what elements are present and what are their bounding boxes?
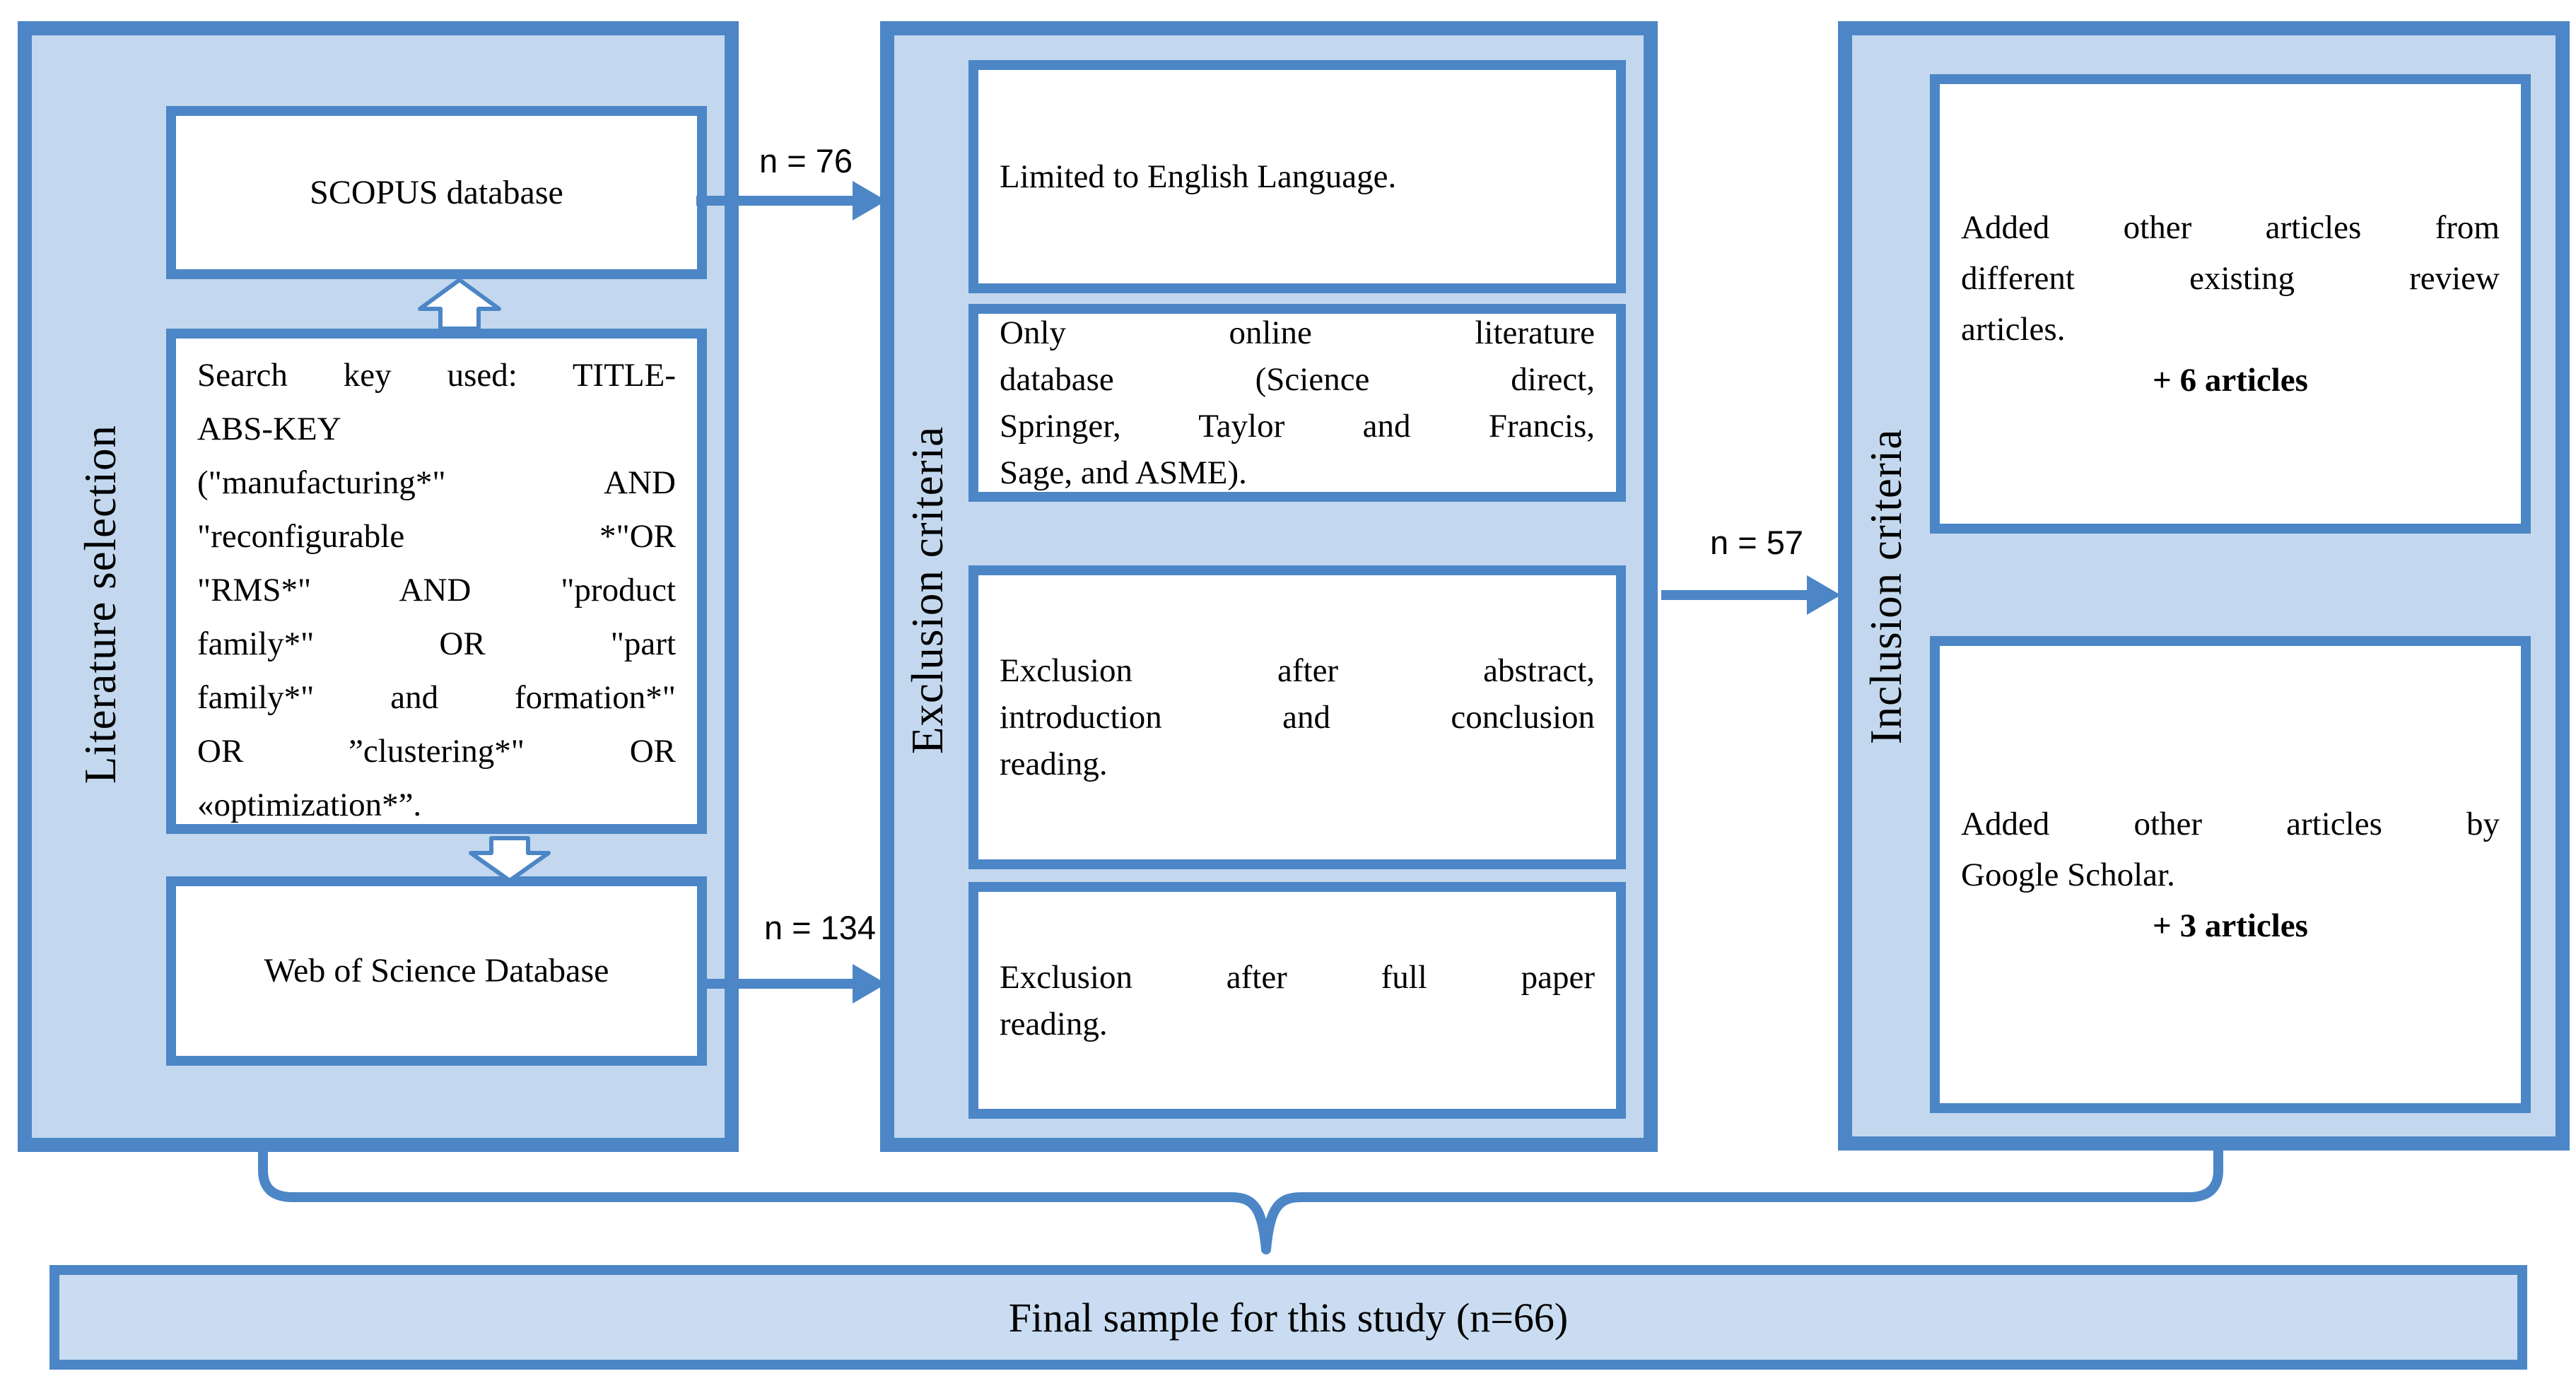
- search-key-line: ("manufacturing*" AND: [197, 464, 676, 501]
- inclusion-box-google-scholar: Added other articles by Google Scholar. …: [1930, 636, 2531, 1113]
- search-key-box: Search key used: TITLE- ABS-KEY ("manufa…: [166, 329, 707, 834]
- exclusion-box-line: database (Science direct,: [1000, 361, 1595, 398]
- search-key-line: ABS-KEY: [197, 411, 341, 447]
- exclusion-box-line: introduction and conclusion: [1000, 699, 1595, 736]
- added-articles-count: + 6 articles: [2153, 362, 2308, 399]
- exclusion-box-line: Exclusion after abstract,: [1000, 652, 1595, 689]
- web-of-science-text: Web of Science Database: [264, 952, 609, 989]
- exclusion-box-line: Exclusion after full paper: [1000, 958, 1595, 996]
- added-articles-count: + 3 articles: [2153, 907, 2308, 944]
- search-key-line: family*" and formation*": [197, 679, 676, 716]
- count-label-n76: n = 76: [759, 142, 853, 180]
- search-key-line: OR ”clustering*" OR: [197, 733, 676, 770]
- brace-to-final-box: [258, 1146, 2223, 1254]
- scopus-database-box: SCOPUS database: [166, 106, 707, 279]
- final-sample-text: Final sample for this study (n=66): [1008, 1294, 1569, 1341]
- inclusion-box-line: Google Scholar.: [1961, 856, 2175, 893]
- count-label-n57: n = 57: [1710, 524, 1803, 561]
- search-key-line: "RMS*" AND "product: [197, 572, 676, 608]
- exclusion-box-full-paper: Exclusion after full paper reading.: [968, 882, 1626, 1119]
- search-key-line: Search key used: TITLE-: [197, 357, 676, 394]
- web-of-science-box: Web of Science Database: [166, 876, 707, 1066]
- exclusion-box-line: reading.: [1000, 746, 1108, 782]
- exclusion-box-line: Only online literature: [1000, 314, 1595, 351]
- inclusion-box-line: Added other articles from: [1961, 209, 2500, 246]
- exclusion-box-english: Limited to English Language.: [968, 60, 1626, 293]
- inclusion-box-review-articles: Added other articles from different exis…: [1930, 74, 2531, 534]
- count-label-n134: n = 134: [763, 909, 877, 946]
- search-key-line: "reconfigurable *"OR: [197, 518, 676, 555]
- exclusion-box-line: Limited to English Language.: [1000, 158, 1397, 195]
- search-key-line: «optimization*”.: [197, 787, 422, 823]
- exclusion-criteria-label: Exclusion criteria: [902, 425, 952, 755]
- inclusion-box-line: different existing review: [1961, 260, 2500, 297]
- inclusion-criteria-label: Inclusion criteria: [1861, 428, 1911, 745]
- exclusion-box-online-database: Only online literature database (Science…: [968, 304, 1626, 502]
- final-sample-box: Final sample for this study (n=66): [49, 1265, 2527, 1370]
- exclusion-box-line: reading.: [1000, 1005, 1108, 1042]
- arrow-exclusion-to-inclusion: [1661, 575, 1841, 615]
- exclusion-box-line: Springer, Taylor and Francis,: [1000, 408, 1595, 445]
- exclusion-box-abstract-reading: Exclusion after abstract, introduction a…: [968, 565, 1626, 869]
- exclusion-box-line: Sage, and ASME).: [1000, 454, 1247, 491]
- literature-selection-label: Literature selection: [75, 425, 125, 784]
- search-key-line: family*" OR "part: [197, 625, 676, 662]
- inclusion-box-line: Added other articles by: [1961, 805, 2500, 842]
- inclusion-box-line: articles.: [1961, 311, 2066, 348]
- scopus-database-text: SCOPUS database: [310, 173, 563, 211]
